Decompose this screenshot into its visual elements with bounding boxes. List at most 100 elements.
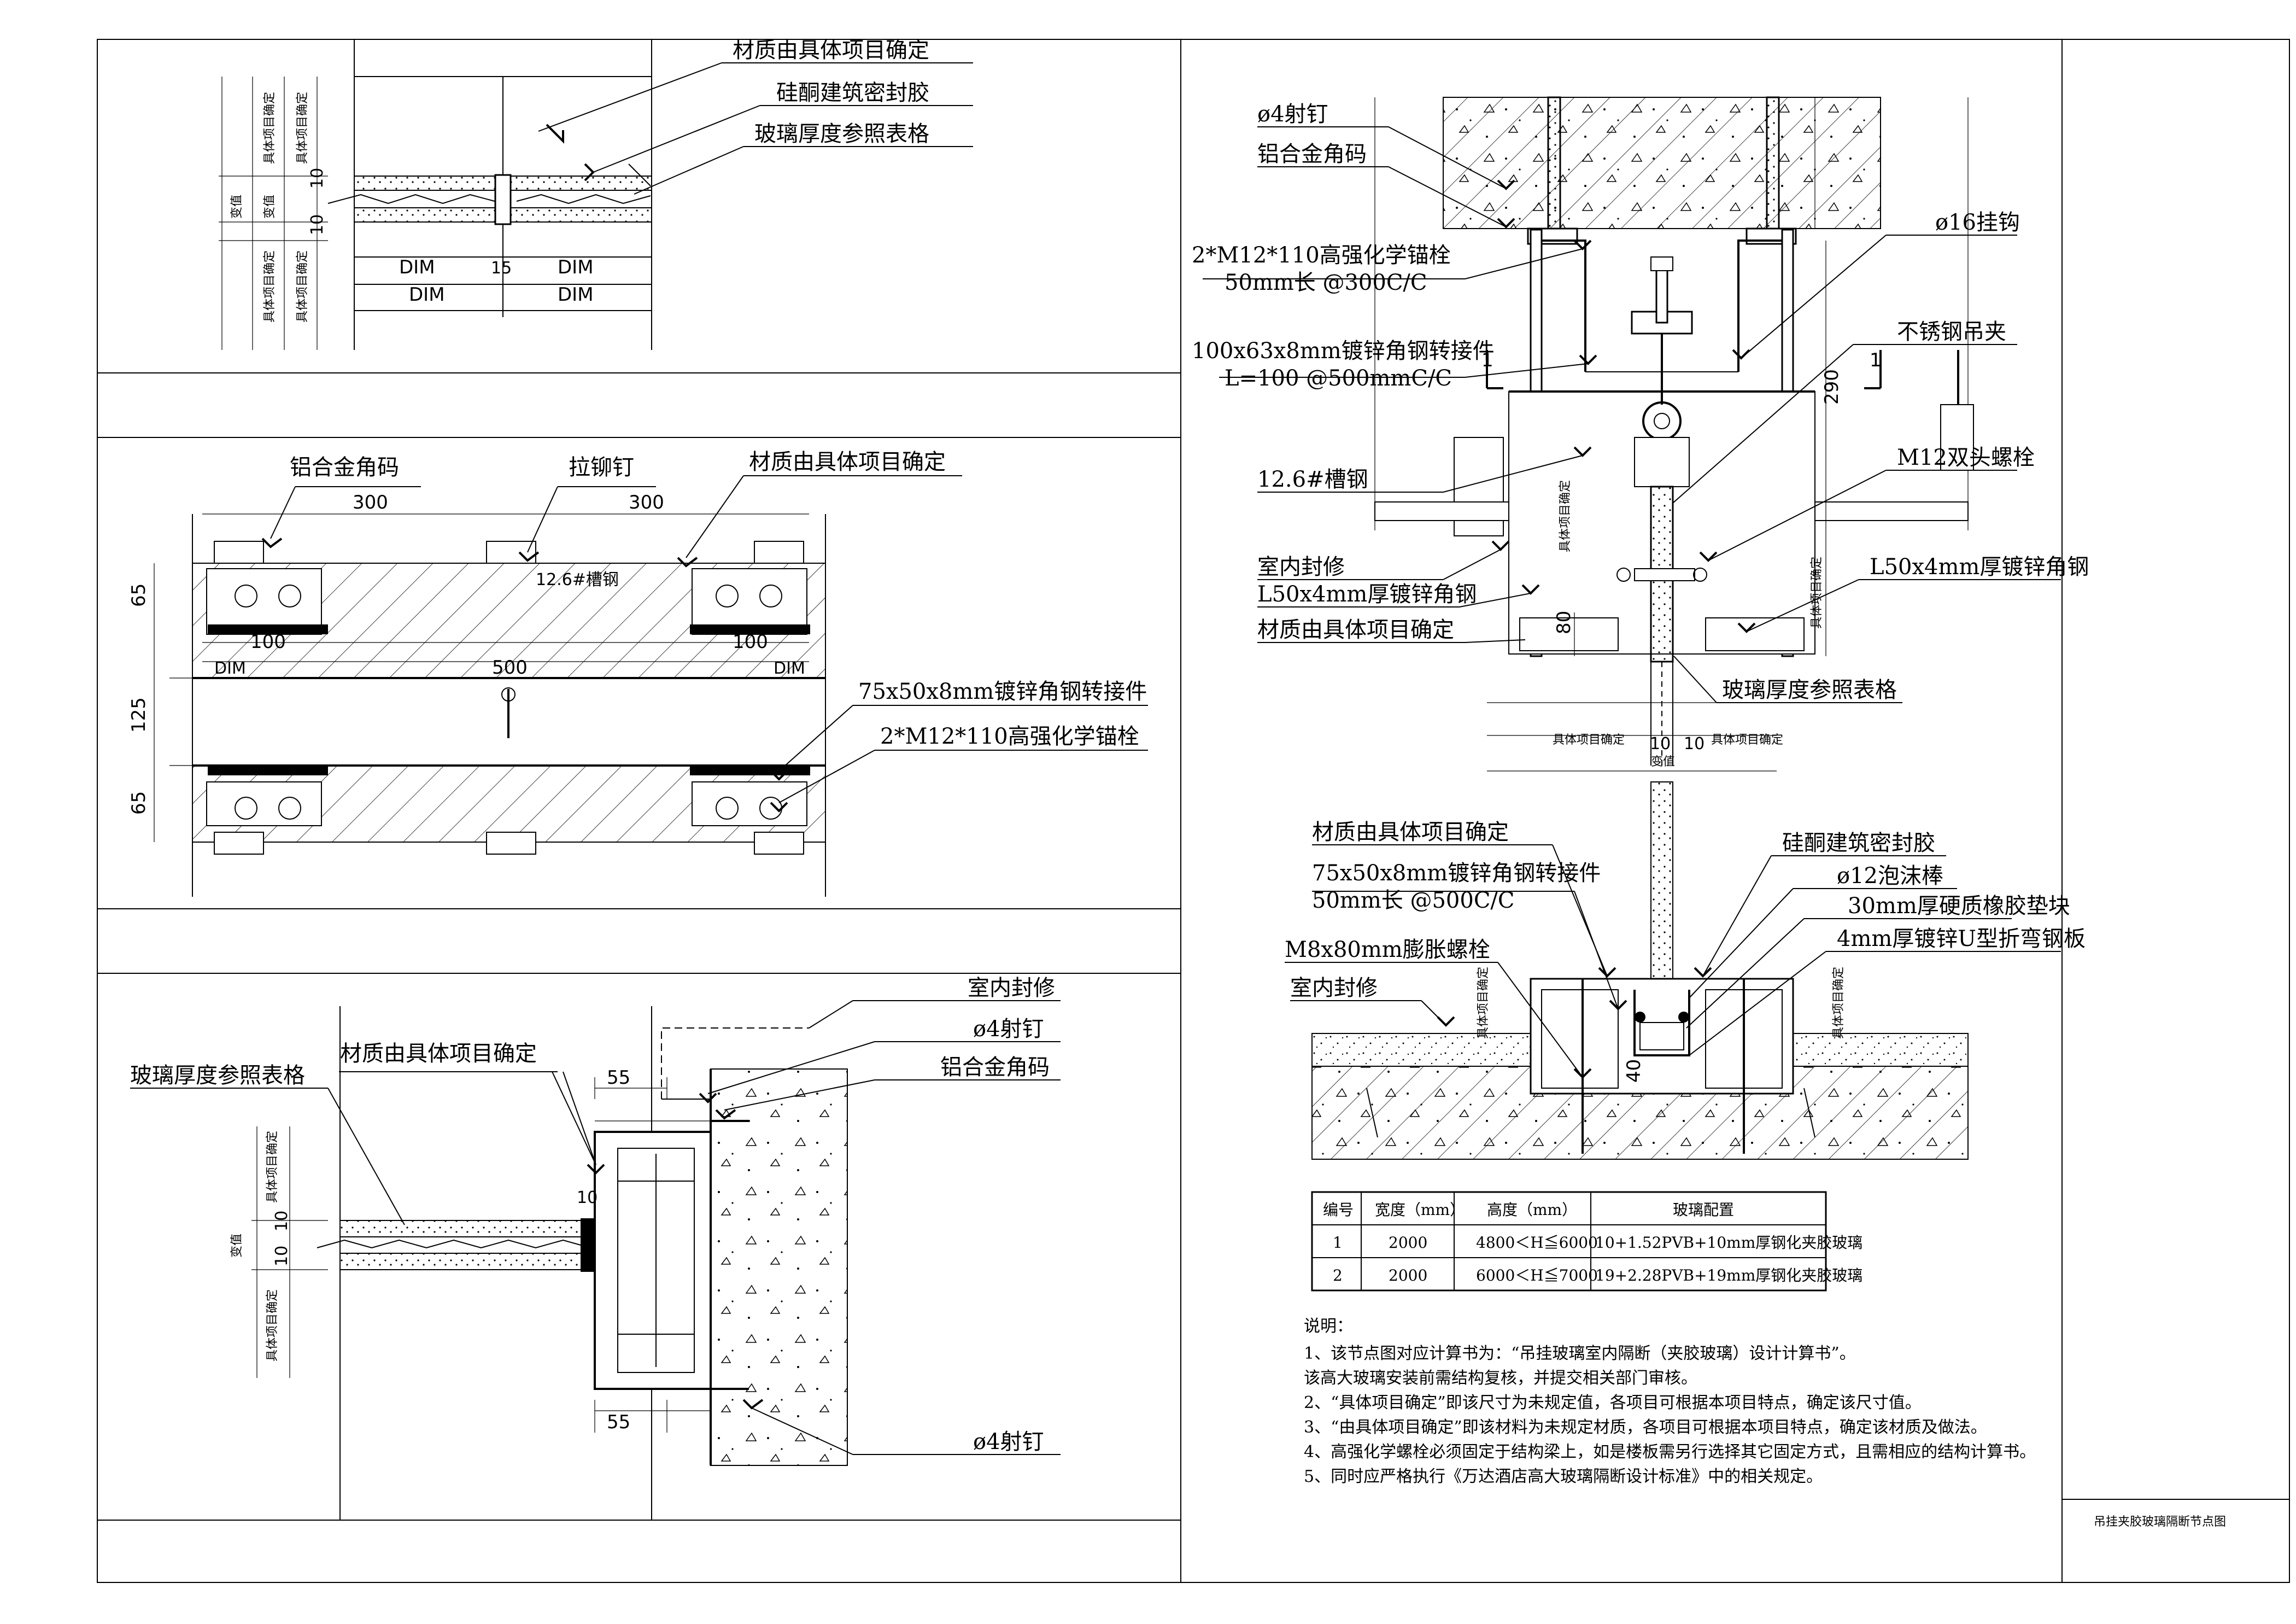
label-steel-channel: 12.6#槽钢 [1257, 467, 1368, 492]
dim-label: 500 [492, 657, 528, 679]
label-chemical-anchor: 2*M12*110高强化学锚栓 [1192, 243, 1451, 268]
label-steel-angle: L50x4mm厚镀锌角钢 [1257, 582, 1477, 607]
label-aluminum-angle: 铝合金角码 [940, 1055, 1050, 1080]
dim-label: 65 [128, 583, 150, 607]
table-cell: 2000 [1389, 1266, 1427, 1284]
dim-label: 10 [1650, 734, 1671, 753]
label-angle-connector: 100x63x8mm镀锌角钢转接件 [1192, 338, 1495, 364]
label-anchor-spacing: 50mm长 @300C/C [1225, 270, 1427, 295]
label-interior-finish: 室内封修 [1257, 554, 1345, 580]
label-stainless-clamp: 不锈钢吊夹 [1897, 319, 2006, 344]
dim-vertical-text: 具体项目确定 [1832, 967, 1846, 1039]
detail-d-ceiling-section: 1 1 290 80 10 10 具体项目确定 变值 具体项目确定 具体项目确定… [1192, 96, 2089, 772]
table-cell: 19+2.28PVB+19mm厚钢化夹胶玻璃 [1595, 1266, 1862, 1284]
label-material: 材质由具体项目确定 [749, 449, 946, 475]
dim-label: 100 [733, 631, 768, 653]
sheet-frame: 吊挂夹胶玻璃隔断节点图 [97, 39, 2290, 1583]
table-header: 宽度（mm） [1375, 1201, 1465, 1219]
dim-label: 10 [272, 1246, 291, 1266]
table-cell: 10+1.52PVB+10mm厚钢化夹胶玻璃 [1595, 1234, 1862, 1252]
label-shot-nail: ø4射钉 [973, 1017, 1044, 1042]
detail-b-channel-plan: 300 300 65 125 65 100 100 DIM 500 DIM 12… [128, 449, 1148, 897]
dim-label: 10 [308, 214, 327, 235]
dim-label: 10 [1684, 734, 1705, 753]
dim-label: 300 [353, 492, 388, 513]
dim-vertical-text: 具体项目确定 [263, 250, 277, 323]
dim-label: DIM [409, 284, 445, 306]
dim-vertical-text: 变值 [263, 195, 277, 219]
dim-vertical-text: 具体项目确定 [266, 1289, 279, 1362]
dim-vertical-text: 具体项目确定 [296, 92, 309, 164]
section-mark: 1 [1481, 349, 1493, 371]
note-line: 4、高强化学螺栓必须固定于结构梁上，如是楼板需另行选择其它固定方式，且需相应的结… [1304, 1442, 2036, 1462]
dim-vertical-text: 具体项目确定 [1553, 733, 1625, 747]
label-glass-thickness: 玻璃厚度参照表格 [130, 1063, 305, 1088]
dim-vertical-text: 具体项目确定 [263, 92, 277, 164]
dim-label: DIM [558, 256, 594, 278]
dim-vertical-text: 变值 [1651, 755, 1675, 769]
dim-label: 10 [577, 1188, 598, 1207]
detail-a-glass-joint: DIM 15 DIM DIM DIM 10 10 具体项目确定 具体项目确定 变… [219, 38, 973, 350]
note-line: 1、该节点图对应计算书为：“吊挂玻璃室内隔断（夹胶玻璃）设计计算书”。 [1304, 1344, 1856, 1363]
note-line: 2、“具体项目确定”即该尺寸为未规定值，各项目可根据本项目特点，确定该尺寸值。 [1304, 1393, 1922, 1412]
dim-label: 15 [491, 259, 512, 278]
dim-label: 55 [607, 1067, 630, 1089]
notes-block: 说明： 1、该节点图对应计算书为：“吊挂玻璃室内隔断（夹胶玻璃）设计计算书”。 … [1304, 1317, 2036, 1486]
dim-vertical-text: 具体项目确定 [1477, 967, 1490, 1039]
dim-label: DIM [558, 284, 594, 306]
dim-label: 125 [128, 697, 150, 733]
label-foam-rod: ø12泡沫棒 [1837, 863, 1943, 889]
label-stud-bolt: M12双头螺栓 [1897, 445, 2035, 470]
label-aluminum-angle: 铝合金角码 [290, 455, 399, 480]
label-glass-thickness: 玻璃厚度参照表格 [1722, 677, 1897, 703]
label-silicone-sealant: 硅酮建筑密封胶 [1782, 831, 1935, 856]
table-header: 编号 [1323, 1201, 1354, 1219]
dim-label: 55 [607, 1411, 630, 1433]
label-chemical-anchor: 2*M12*110高强化学锚栓 [880, 724, 1139, 749]
table-cell: 2000 [1389, 1234, 1427, 1252]
label-rubber-block: 30mm厚硬质橡胶垫块 [1848, 893, 2070, 919]
label-shot-nail: ø4射钉 [973, 1429, 1044, 1454]
inner-label-channel: 12.6#槽钢 [536, 570, 619, 589]
dim-label: 290 [1821, 369, 1843, 405]
label-steel-angle: L50x4mm厚镀锌角钢 [1870, 554, 2089, 580]
detail-c-wall-connection: 55 10 55 10 10 具体项目确定 变值 具体项目确定 室内封修 ø4射… [130, 975, 1061, 1520]
dim-label: 80 [1553, 611, 1575, 634]
table-header: 玻璃配置 [1673, 1201, 1734, 1219]
label-u-steel-plate: 4mm厚镀锌U型折弯钢板 [1837, 926, 2086, 951]
dim-vertical-text: 变值 [230, 1234, 244, 1258]
dim-vertical-text: 具体项目确定 [1559, 480, 1572, 552]
label-interior-finish: 室内封修 [968, 975, 1055, 1001]
label-interior-finish: 室内封修 [1290, 975, 1378, 1001]
label-connector-spacing: 50mm长 @500C/C [1312, 888, 1515, 913]
dim-label: 65 [128, 791, 150, 815]
label-aluminum-angle: 铝合金角码 [1257, 142, 1367, 167]
notes-heading: 说明： [1304, 1317, 1353, 1336]
label-connector-spacing: L=100 @500mmC/C [1225, 366, 1452, 391]
table-cell: 2 [1333, 1266, 1343, 1284]
label-material: 材质由具体项目确定 [340, 1041, 537, 1066]
dim-label: 40 [1623, 1059, 1645, 1083]
section-mark: 1 [1870, 349, 1882, 371]
drawing-title: 吊挂夹胶玻璃隔断节点图 [2094, 1515, 2226, 1529]
dim-vertical-text: 具体项目确定 [266, 1131, 279, 1203]
label-silicone-sealant: 硅酮建筑密封胶 [776, 80, 929, 106]
dim-vertical-text: 具体项目确定 [1711, 733, 1783, 747]
detail-e-floor-section: 40 具体项目确定 具体项目确定 材质由具体项目确定 75x50x8mm镀锌角钢… [1285, 781, 2086, 1160]
note-line: 3、“由具体项目确定”即该材料为未规定材质，各项目可根据本项目特点，确定该材质及… [1304, 1418, 1987, 1437]
label-angle-connector: 75x50x8mm镀锌角钢转接件 [858, 679, 1147, 704]
table-cell: 4800＜H≦6000 [1476, 1234, 1598, 1252]
table-header: 高度（mm） [1487, 1201, 1577, 1219]
glass-spec-table: 编号 宽度（mm） 高度（mm） 玻璃配置 1 2000 4800＜H≦6000… [1311, 1191, 1862, 1292]
dim-label: 10 [272, 1211, 291, 1231]
note-line: 该高大玻璃安装前需结构复核，并提交相关部门审核。 [1304, 1369, 1697, 1388]
label-angle-connector: 75x50x8mm镀锌角钢转接件 [1312, 861, 1601, 886]
dim-vertical-text: 变值 [230, 195, 244, 219]
dim-label: DIM [399, 256, 435, 278]
label-material: 材质由具体项目确定 [733, 38, 929, 63]
table-cell: 1 [1333, 1234, 1343, 1252]
label-blind-rivet: 拉铆钉 [569, 455, 634, 480]
dim-label: 100 [250, 631, 286, 653]
label-glass-thickness: 玻璃厚度参照表格 [754, 121, 929, 147]
